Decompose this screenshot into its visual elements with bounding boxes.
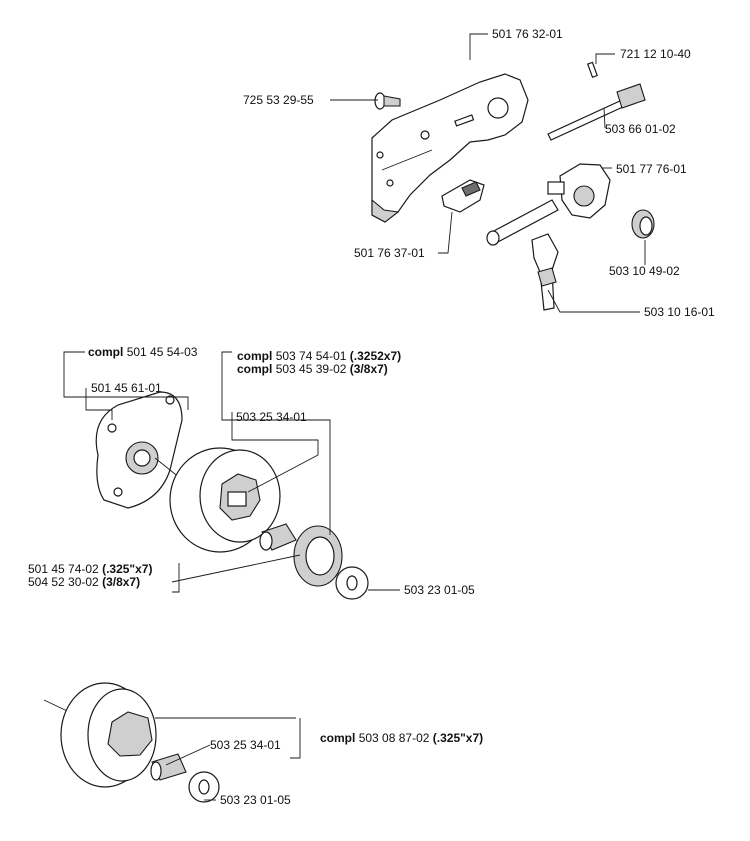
label-drum-compl-2: compl 503 45 39-02 (3/8x7) — [237, 362, 388, 376]
bar-plate-part — [371, 73, 529, 223]
label-rim-1-number: 501 45 74-02 — [28, 562, 99, 576]
adjuster-screw-part — [547, 83, 646, 141]
screw-part — [374, 92, 401, 110]
pin-part — [586, 61, 598, 79]
leader-lines — [63, 33, 646, 801]
label-worm-gear: 503 10 16-01 — [644, 305, 715, 319]
label-clutch-compl-number: 501 45 54-03 — [126, 345, 198, 359]
label-rim-2: 504 52 30-02 (3/8x7) — [28, 575, 140, 589]
label-clutch-shoe: 501 45 61-01 — [91, 381, 162, 395]
label-rim-1-spec: (.325"x7) — [102, 562, 153, 576]
clutch-part — [95, 391, 183, 509]
clutch-drum-part — [169, 447, 281, 553]
guide-part — [441, 179, 485, 213]
label-guide: 501 76 37-01 — [354, 246, 425, 260]
label-drum-compl-1-spec: (.3252x7) — [349, 349, 402, 363]
needle-bearing-part — [259, 523, 297, 551]
label-drum-compl-1-prefix: compl — [237, 349, 273, 363]
rim-sprocket-part — [293, 525, 343, 587]
label-rim-2-number: 504 52 30-02 — [28, 575, 99, 589]
bottom-bearing-part — [150, 753, 187, 781]
bottom-drum-part — [43, 682, 157, 788]
label-pin: 721 12 10-40 — [620, 47, 691, 61]
label-clutch-compl: compl 501 45 54-03 — [88, 345, 197, 359]
label-drum-compl-1-number: 503 74 54-01 — [275, 349, 347, 363]
label-drum-compl-3-prefix: compl — [320, 731, 356, 745]
label-drum-compl-2-prefix: compl — [237, 362, 273, 376]
label-nut: 503 10 49-02 — [609, 264, 680, 278]
label-rim-1: 501 45 74-02 (.325"x7) — [28, 562, 152, 576]
bottom-washer-part — [188, 771, 220, 803]
worm-gear-part — [531, 233, 559, 311]
washer-part — [335, 566, 369, 600]
label-adjuster-screw: 503 66 01-02 — [605, 122, 676, 136]
label-drum-compl-3-spec: (.325"x7) — [432, 731, 484, 745]
label-oil-pump: 501 77 76-01 — [616, 162, 687, 176]
label-bearing-2: 503 25 34-01 — [210, 738, 281, 752]
label-drum-compl-1: compl 503 74 54-01 (.3252x7) — [237, 349, 401, 363]
label-clutch-compl-prefix: compl — [88, 345, 124, 359]
label-bearing-1: 503 25 34-01 — [236, 410, 307, 424]
label-drum-compl-3-number: 503 08 87-02 — [358, 731, 430, 745]
oil-pump-part — [486, 163, 611, 246]
label-drum-compl-2-spec: (3/8x7) — [349, 362, 388, 376]
label-drum-compl-3: compl 503 08 87-02 (.325"x7) — [320, 731, 483, 745]
label-washer-2: 503 23 01-05 — [220, 793, 291, 807]
label-bar-plate: 501 76 32-01 — [492, 27, 563, 41]
label-rim-2-spec: (3/8x7) — [102, 575, 141, 589]
label-drum-compl-2-number: 503 45 39-02 — [275, 362, 347, 376]
nut-part — [631, 209, 655, 239]
label-screw: 725 53 29-55 — [243, 93, 314, 107]
label-washer-1: 503 23 01-05 — [404, 583, 475, 597]
